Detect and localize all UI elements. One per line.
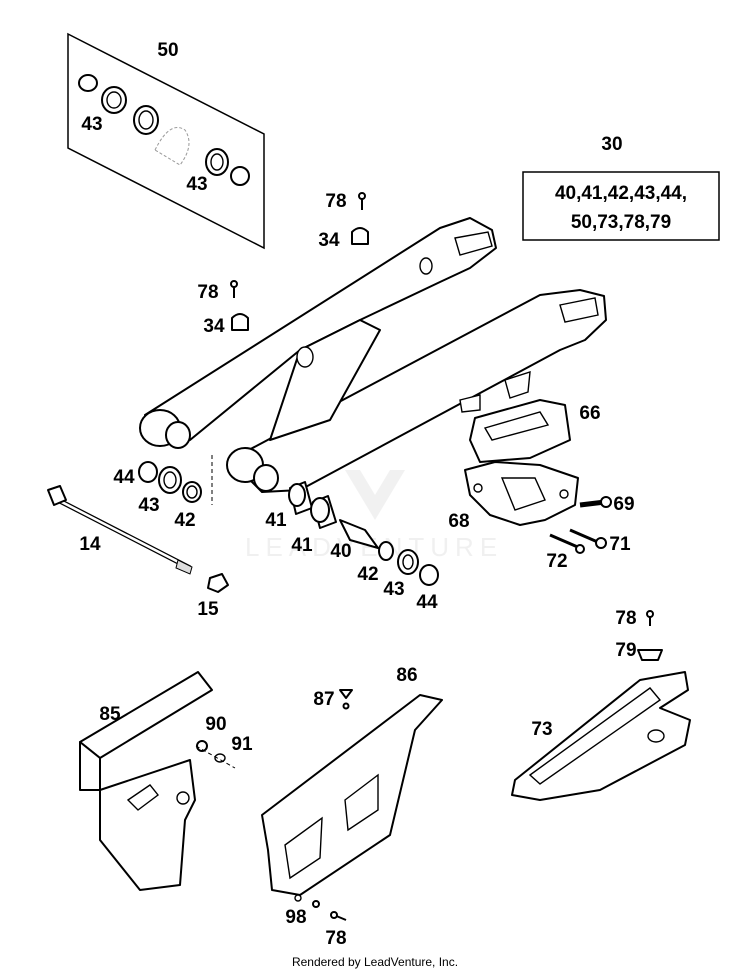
callout-78-d: 78 (325, 928, 346, 949)
bearings-left (138, 455, 213, 505)
guard-85 (79, 671, 236, 891)
footer-credit: Rendered by LeadVenture, Inc. (291, 955, 459, 969)
callout-43-left: 43 (138, 495, 159, 516)
callout-42-right: 42 (357, 564, 378, 585)
callout-78-a: 78 (325, 191, 346, 212)
bushings-right (288, 481, 439, 586)
pivot-bolt-14 (47, 485, 229, 593)
swingarm (139, 217, 607, 493)
kit-30-line1: 40,41,42,43,44, (555, 183, 687, 204)
callout-79: 79 (615, 640, 636, 661)
callout-43-kit-a: 43 (81, 114, 102, 135)
callout-15: 15 (197, 599, 219, 620)
callout-14: 14 (79, 534, 101, 555)
callout-43-kit-b: 43 (186, 174, 207, 195)
callout-90: 90 (205, 714, 226, 735)
callout-41-b: 41 (291, 535, 313, 556)
callout-72: 72 (546, 551, 567, 572)
callout-78-c: 78 (615, 608, 636, 629)
kit-30-box: 40,41,42,43,44, 50,73,78,79 (522, 171, 720, 241)
callout-85: 85 (99, 704, 121, 725)
callout-91: 91 (231, 734, 253, 755)
callout-87: 87 (313, 689, 334, 710)
callout-44-right: 44 (416, 592, 438, 613)
callout-86: 86 (396, 665, 417, 686)
callout-98: 98 (285, 907, 306, 928)
bolts-69-71-72 (549, 496, 612, 554)
callout-43-right: 43 (383, 579, 404, 600)
callout-40: 40 (330, 541, 351, 562)
chain-guide-66 (469, 399, 571, 463)
callout-34-b: 34 (203, 316, 225, 337)
callout-78-b: 78 (197, 282, 218, 303)
callout-41-a: 41 (265, 510, 287, 531)
clamps-34 (230, 192, 369, 331)
callout-44-left: 44 (113, 467, 135, 488)
callout-42-left: 42 (174, 510, 195, 531)
callout-73: 73 (531, 719, 552, 740)
callout-34-a: 34 (318, 230, 340, 251)
chain-slider-73 (511, 610, 691, 801)
callout-50: 50 (157, 40, 178, 61)
callout-71: 71 (609, 534, 631, 555)
callouts: 50 43 43 30 78 34 78 34 66 44 43 42 41 4… (79, 40, 636, 949)
kit-30-line2: 50,73,78,79 (571, 212, 671, 233)
callout-30: 30 (601, 134, 622, 155)
guard-86 (261, 689, 443, 921)
chain-guide-68 (464, 461, 579, 526)
callout-69: 69 (613, 494, 634, 515)
callout-66: 66 (579, 403, 600, 424)
callout-68: 68 (448, 511, 469, 532)
bearing-kit-50 (67, 32, 265, 250)
